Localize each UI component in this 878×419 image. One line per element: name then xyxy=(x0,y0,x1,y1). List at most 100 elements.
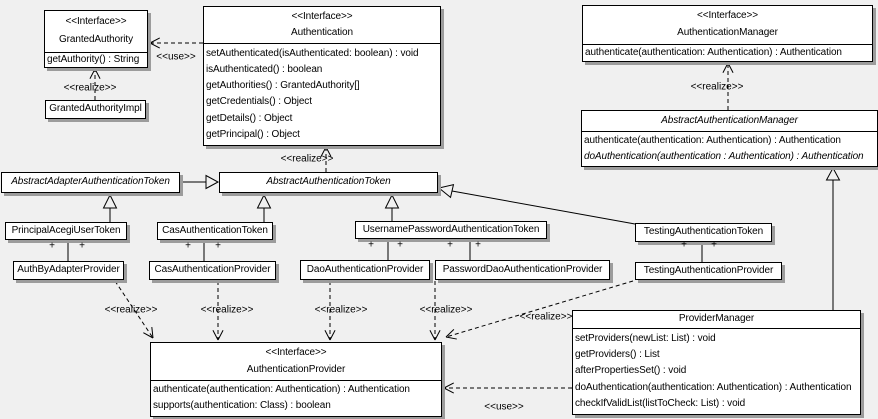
class-granted-authority[interactable]: <<Interface>> GrantedAuthority getAuthorit… xyxy=(44,10,148,68)
methods-compartment: authenticate(authentication: Authenticat… xyxy=(582,131,877,166)
edge-realize-dao-provider xyxy=(324,281,336,341)
label-plus-10: + xyxy=(711,239,717,251)
method: setProviders(newList: List) : void xyxy=(575,332,716,344)
label-plus-4: + xyxy=(215,240,221,252)
edge-realize-testing-provider xyxy=(445,280,634,340)
method: getProviders() : List xyxy=(575,349,660,360)
class-name: GrantedAuthority xyxy=(59,34,133,46)
class-name: AuthByAdapterProvider xyxy=(17,264,120,276)
methods-compartment: setAuthenticated(isAuthenticated: boolea… xyxy=(204,43,440,145)
edge-realize-auth-by-adapter xyxy=(114,280,154,339)
edge-gen-adapter-token xyxy=(180,174,220,190)
label-realize-label-cas: <<realize>> xyxy=(200,304,254,316)
label-realize-label-dao: <<realize>> xyxy=(314,304,368,316)
method: authenticate(authentication: Authenticat… xyxy=(153,384,410,396)
methods-compartment: authenticate(authentication: Authenticat… xyxy=(583,44,872,61)
label-realize-label-authby: <<realize>> xyxy=(104,304,158,316)
class-stereotype: <<Interface>> xyxy=(265,347,327,358)
class-testing-authentication-token[interactable]: TestingAuthenticationToken xyxy=(635,223,772,242)
label-plus-8: + xyxy=(475,239,481,251)
label-plus-9: + xyxy=(681,239,687,251)
method: checkIfValidList(listToCheck: List) : vo… xyxy=(575,397,746,409)
method: getAuthority() : String xyxy=(47,53,140,65)
method: afterPropertiesSet() : void xyxy=(575,365,687,377)
class-name: TestingAuthenticationProvider xyxy=(643,264,774,276)
class-stereotype: <<Interface>> xyxy=(697,10,758,22)
class-principal-acegi-user-token[interactable]: PrincipalAcegiUserToken xyxy=(5,222,127,240)
class-name: DaoAuthenticationProvider xyxy=(306,263,424,275)
label-realize-label-granted: <<realize>> xyxy=(63,82,117,94)
method: getCredentials() : Object xyxy=(206,96,312,108)
edge-use-provider-manager xyxy=(443,382,572,394)
method: doAuthentication(authentication: Authent… xyxy=(575,381,852,393)
edge-realize-password-dao-provider xyxy=(429,281,441,341)
methods-compartment: setProviders(newList: List) : void getPro… xyxy=(573,328,860,414)
edge-realize-abstract-manager xyxy=(722,62,734,110)
class-name: PrincipalAcegiUserToken xyxy=(11,224,121,236)
class-cas-authentication-provider[interactable]: CasAuthenticationProvider xyxy=(149,261,276,280)
class-abstract-adapter-authentication-token[interactable]: AbstractAdapterAuthenticationToken xyxy=(1,172,180,193)
method: setAuthenticated(isAuthenticated: boolea… xyxy=(206,47,419,59)
class-provider-manager[interactable]: ProviderManager setProviders(newList: Lis… xyxy=(572,310,861,415)
class-name: UsernamePasswordAuthenticationToken xyxy=(362,223,540,235)
class-password-dao-authentication-provider[interactable]: PasswordDaoAuthenticationProvider xyxy=(435,260,610,280)
class-name: AuthenticationProvider xyxy=(246,363,346,375)
class-name: AbstractAuthenticationManager xyxy=(661,114,798,126)
method: isAuthenticated() : boolean xyxy=(206,63,323,75)
method: supports(authentication: Class) : boolea… xyxy=(153,400,331,412)
class-stereotype: <<Interface>> xyxy=(65,16,127,28)
label-use-label-top: <<use>> xyxy=(156,51,196,63)
label-plus-1: + xyxy=(49,240,55,252)
class-granted-authority-impl[interactable]: GrantedAuthorityImpl xyxy=(45,100,146,119)
method: doAuthentication(authentication : Authen… xyxy=(584,150,864,162)
class-authentication-provider[interactable]: <<Interface>> AuthenticationProvider authe… xyxy=(150,342,442,417)
class-authentication[interactable]: <<Interface>> Authentication setAuthentica… xyxy=(203,6,441,146)
class-username-password-authentication-token[interactable]: UsernamePasswordAuthenticationToken xyxy=(355,221,547,239)
label-plus-5: + xyxy=(368,239,374,251)
class-abstract-authentication-token[interactable]: AbstractAuthenticationToken xyxy=(219,172,438,193)
edge-gen-testing-token xyxy=(437,183,636,225)
class-name: PasswordDaoAuthenticationProvider xyxy=(442,263,603,275)
label-plus-6: + xyxy=(397,239,403,251)
class-name: ProviderManager xyxy=(678,313,755,325)
methods-compartment: getAuthority() : String xyxy=(45,52,147,67)
class-name: AbstractAdapterAuthenticationToken xyxy=(11,176,170,188)
class-abstract-authentication-manager[interactable]: AbstractAuthenticationManager authenticat… xyxy=(581,110,878,167)
method: getPrincipal() : Object xyxy=(206,128,300,140)
class-name: CasAuthenticationToken xyxy=(162,224,268,236)
method: getAuthorities() : GrantedAuthority[] xyxy=(206,80,360,92)
method: authenticate(authentication: Authenticat… xyxy=(585,46,842,58)
label-use-label-bottom: <<use>> xyxy=(484,401,524,413)
edge-gen-principal-token xyxy=(102,193,118,222)
class-cas-authentication-token[interactable]: CasAuthenticationToken xyxy=(157,222,273,240)
class-name: AbstractAuthenticationToken xyxy=(266,176,391,188)
class-stereotype: <<Interface>> xyxy=(291,10,353,22)
class-auth-by-adapter-provider[interactable]: AuthByAdapterProvider xyxy=(13,261,124,280)
edge-realize-cas-provider xyxy=(212,281,224,341)
edge-gen-cas-token xyxy=(256,193,272,222)
method: authenticate(authentication: Authenticat… xyxy=(584,135,841,146)
methods-compartment: authenticate(authentication: Authenticat… xyxy=(151,380,441,416)
edge-gen-provider-manager xyxy=(825,166,841,310)
class-name: CasAuthenticationProvider xyxy=(154,264,271,276)
class-authentication-manager[interactable]: <<Interface>> AuthenticationManager authen… xyxy=(582,5,873,62)
edge-realize-granted-authority-impl xyxy=(89,68,101,100)
edge-gen-username-token xyxy=(384,193,400,221)
class-name: Authentication xyxy=(291,26,353,38)
edge-use-authentication-granted xyxy=(149,37,203,49)
edge-realize-abstract-token xyxy=(320,146,332,172)
label-plus-3: + xyxy=(185,240,191,252)
method: getDetails() : Object xyxy=(206,112,293,124)
label-plus-2: + xyxy=(79,240,85,252)
class-name: GrantedAuthorityImpl xyxy=(49,103,142,115)
label-realize-label-testing: <<realize>> xyxy=(519,311,573,323)
class-testing-authentication-provider[interactable]: TestingAuthenticationProvider xyxy=(635,262,782,280)
class-name: TestingAuthenticationToken xyxy=(643,226,764,238)
class-name: AuthenticationManager xyxy=(677,27,778,39)
label-realize-label-manager: <<realize>> xyxy=(690,81,744,93)
label-plus-7: + xyxy=(447,239,453,251)
label-realize-label-password-dao: <<realize>> xyxy=(419,304,473,316)
class-dao-authentication-provider[interactable]: DaoAuthenticationProvider xyxy=(300,260,430,280)
